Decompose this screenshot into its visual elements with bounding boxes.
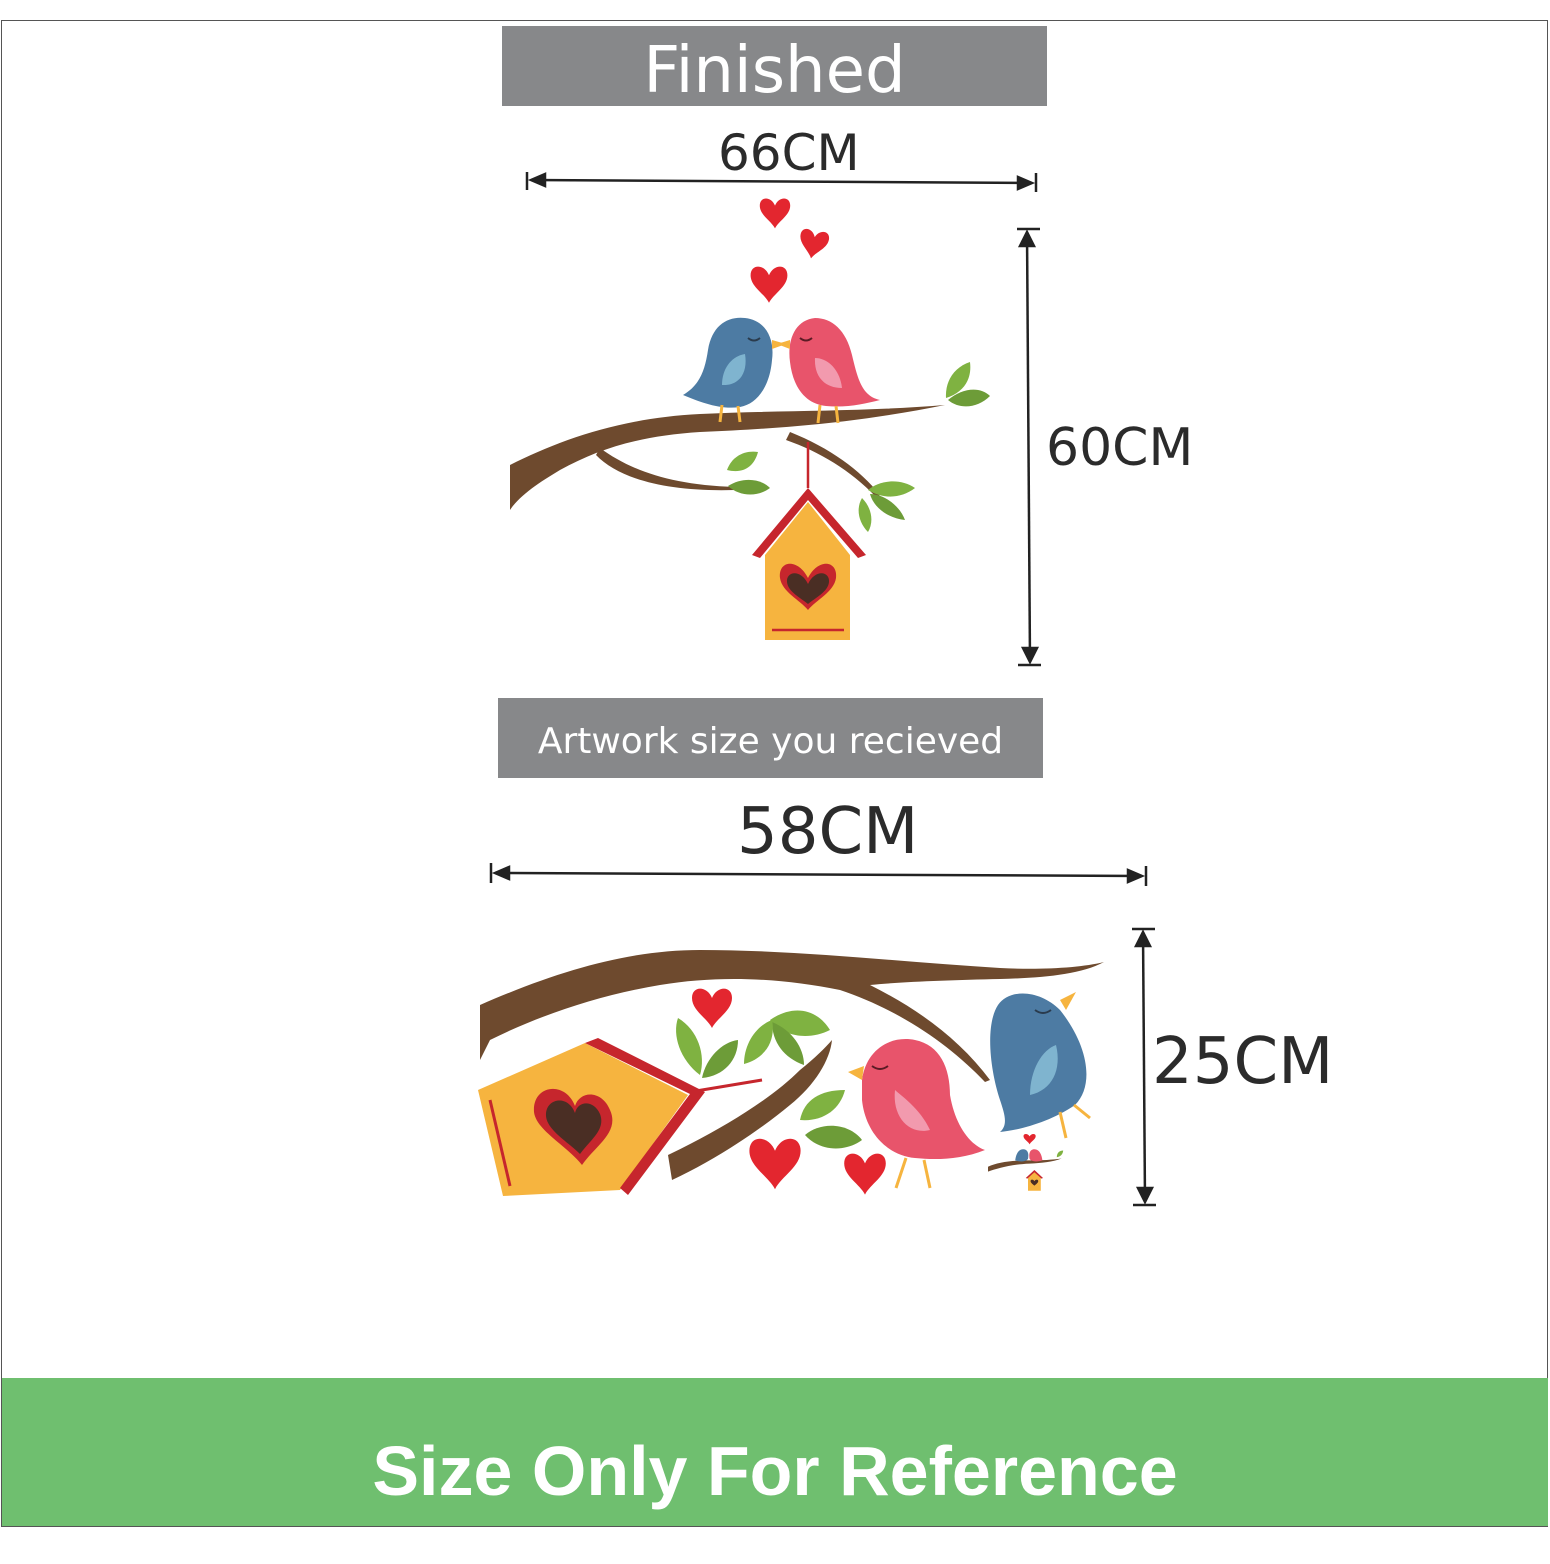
leaf-icon <box>727 362 990 532</box>
finished-height-label: 60CM <box>1046 418 1194 478</box>
branch <box>510 405 945 510</box>
received-height-label: 25CM <box>1152 1025 1334 1099</box>
finished-artwork <box>510 198 990 640</box>
received-artwork <box>478 950 1104 1196</box>
pink-bird-icon <box>777 318 880 424</box>
leaf-icon <box>676 1010 862 1149</box>
mini-preview-icon <box>988 1134 1064 1191</box>
received-banner: Artwork size you recieved <box>498 698 1043 778</box>
heart-icon <box>750 198 831 303</box>
blue-bird-icon <box>683 317 786 423</box>
reference-footer: Size Only For Reference <box>2 1378 1548 1526</box>
branch <box>480 950 1104 1082</box>
birdhouse-icon <box>752 442 866 640</box>
received-width-arrow <box>489 863 1148 886</box>
birdhouse-icon <box>478 1038 763 1196</box>
finished-height-arrow <box>1017 227 1041 667</box>
finished-banner: Finished <box>502 26 1047 108</box>
pink-bird-icon <box>848 1039 985 1189</box>
finished-width-arrow <box>525 172 1038 192</box>
blue-bird-icon <box>990 992 1091 1139</box>
received-width-label: 58CM <box>737 795 919 869</box>
finished-width-label: 66CM <box>718 124 860 182</box>
received-height-arrow <box>1132 927 1156 1207</box>
